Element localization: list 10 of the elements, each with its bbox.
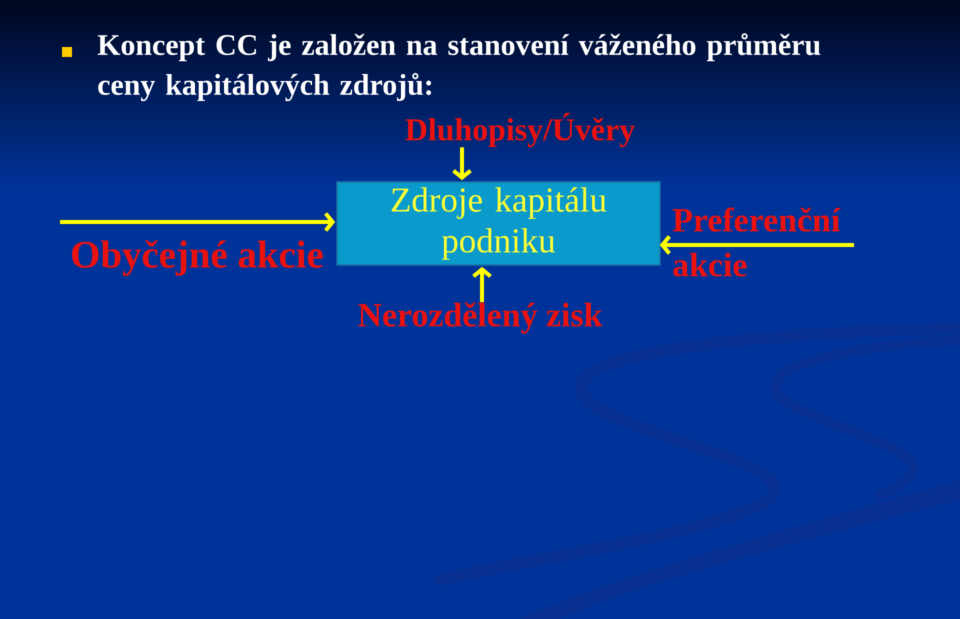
process-box: Zdroje kapitálu podniku	[336, 181, 661, 266]
bullet-text: Koncept CC je založen na stanovení váženého průměru ceny kapitálových zdrojů:	[98, 33, 820, 102]
arrow	[452, 147, 472, 180]
source-label: Dluhopisy/Úvěry	[405, 112, 635, 148]
source-label: Nerozdělený zisk	[358, 302, 602, 334]
source-label: Preferenční akcie	[672, 207, 841, 277]
arrow	[660, 235, 854, 255]
arrow	[60, 212, 336, 232]
source-label: Obyčejné akcie	[72, 240, 323, 276]
arrow	[472, 266, 492, 302]
